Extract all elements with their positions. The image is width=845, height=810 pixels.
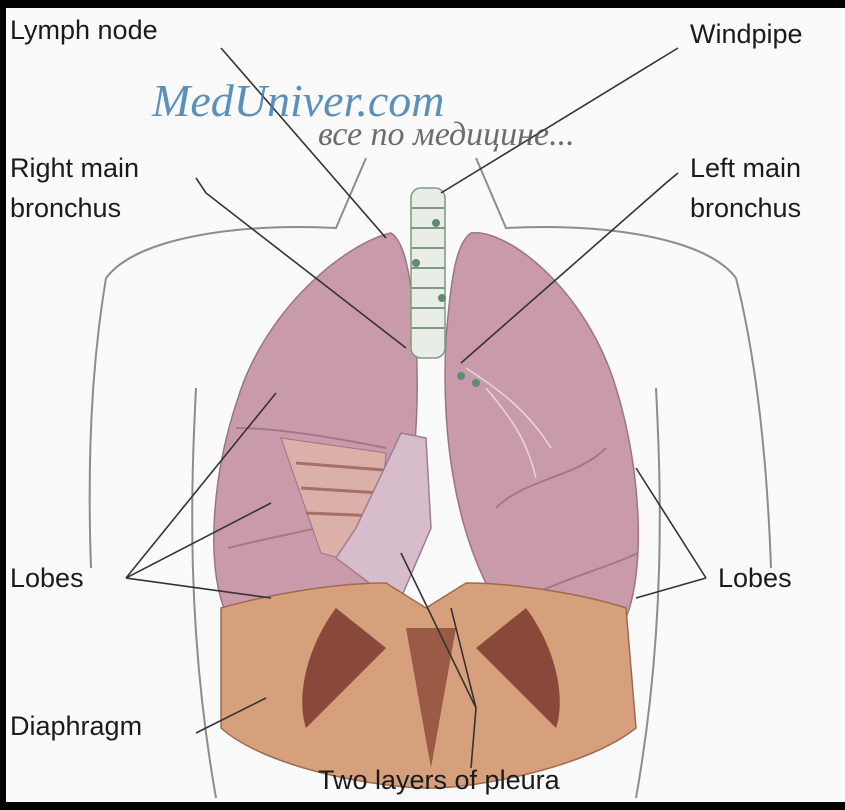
label-lymph-node: Lymph node	[10, 14, 158, 46]
label-windpipe: Windpipe	[690, 18, 803, 50]
watermark-tagline: все по медицине...	[318, 116, 575, 154]
label-left-main-bronchus-1: Left main	[690, 152, 801, 184]
label-diaphragm: Diaphragm	[10, 710, 142, 742]
diagram-panel: MedUniver.com все по медицине... Lymph n…	[6, 8, 845, 802]
label-pleura: Two layers of pleura	[318, 764, 560, 796]
diaphragm-shape	[221, 583, 636, 788]
label-lobes-left: Lobes	[10, 562, 84, 594]
label-right-main-bronchus-2: bronchus	[10, 192, 121, 224]
label-left-main-bronchus-2: bronchus	[690, 192, 801, 224]
label-right-main-bronchus-1: Right main	[10, 152, 139, 184]
label-lobes-right: Lobes	[718, 562, 792, 594]
